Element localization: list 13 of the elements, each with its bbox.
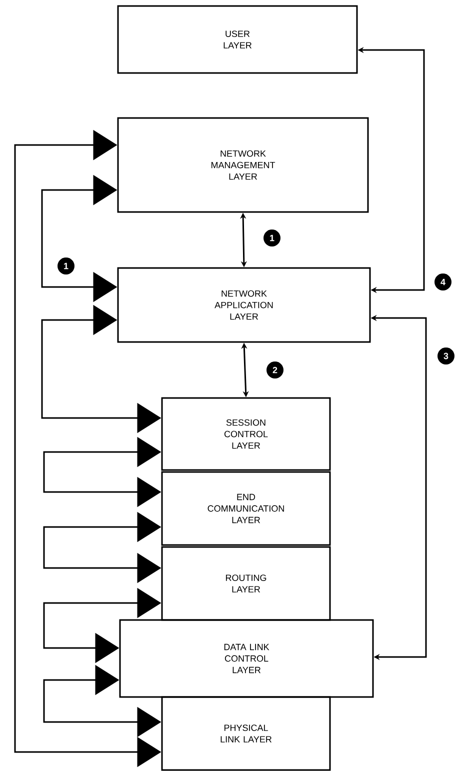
number-badge: 1 — [58, 258, 74, 274]
layer-box: PHYSICAL LINK LAYER — [161, 696, 331, 771]
number-badge: 3 — [438, 348, 454, 364]
number-badge: 4 — [434, 274, 452, 290]
layer-box: DATA LINK CONTROL LAYER — [119, 619, 374, 698]
number-badge: 1 — [264, 230, 280, 246]
layer-box: ROUTING LAYER — [161, 546, 331, 621]
layer-box: SESSION CONTROL LAYER — [161, 397, 331, 471]
layer-box: NETWORK MANAGEMENT LAYER — [117, 117, 369, 213]
layer-box: NETWORK APPLICATION LAYER — [117, 267, 371, 343]
layer-box: END COMMUNICATION LAYER — [161, 471, 331, 546]
number-badge: 2 — [266, 362, 284, 378]
layer-box: USER LAYER — [117, 5, 358, 74]
